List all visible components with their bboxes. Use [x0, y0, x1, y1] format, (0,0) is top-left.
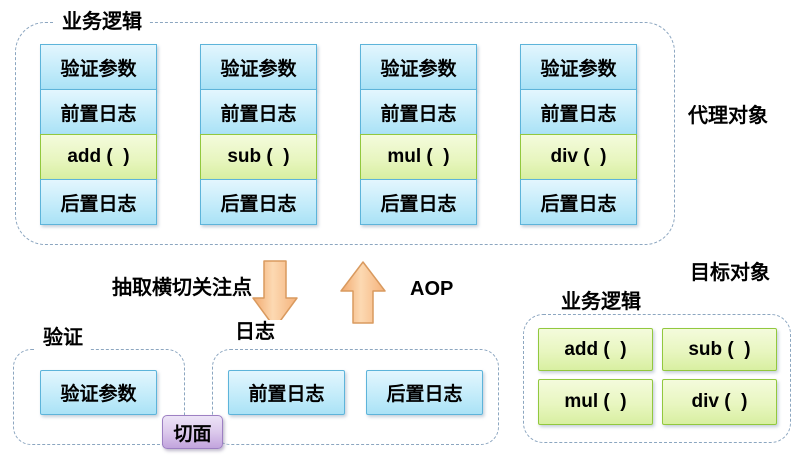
proxy-cell: 后置日志	[200, 179, 317, 225]
validation-item-box: 验证参数	[40, 370, 157, 415]
proxy-cell-method: div ( )	[520, 134, 637, 180]
logging-post-box: 后置日志	[366, 370, 483, 415]
proxy-cell: 后置日志	[520, 179, 637, 225]
proxy-column-div: 验证参数 前置日志 div ( ) 后置日志	[520, 44, 637, 225]
validation-group-title: 验证	[36, 326, 90, 350]
aspect-badge: 切面	[162, 415, 223, 449]
target-method-mul: mul ( )	[538, 379, 653, 425]
proxy-cell: 后置日志	[40, 179, 157, 225]
proxy-cell: 前置日志	[200, 89, 317, 135]
proxy-cell: 验证参数	[520, 44, 637, 90]
proxy-object-label: 代理对象	[688, 105, 768, 127]
proxy-group-border	[15, 22, 675, 245]
target-object-label: 目标对象	[690, 262, 770, 284]
logging-pre-box: 前置日志	[228, 370, 345, 415]
proxy-column-mul: 验证参数 前置日志 mul ( ) 后置日志	[360, 44, 477, 225]
proxy-cell: 前置日志	[40, 89, 157, 135]
proxy-cell-method: add ( )	[40, 134, 157, 180]
proxy-cell-method: mul ( )	[360, 134, 477, 180]
target-method-add: add ( )	[538, 328, 653, 371]
proxy-column-sub: 验证参数 前置日志 sub ( ) 后置日志	[200, 44, 317, 225]
logging-group-title: 日志	[228, 320, 282, 344]
up-arrow-icon	[340, 261, 386, 324]
target-method-sub: sub ( )	[662, 328, 777, 371]
aop-label: AOP	[410, 278, 454, 300]
down-arrow-icon	[252, 260, 298, 329]
target-method-div: div ( )	[662, 379, 777, 425]
proxy-group-title: 业务逻辑	[55, 10, 149, 34]
proxy-cell: 验证参数	[40, 44, 157, 90]
proxy-cell-method: sub ( )	[200, 134, 317, 180]
target-group-title: 业务逻辑	[554, 290, 648, 314]
proxy-cell: 前置日志	[520, 89, 637, 135]
logging-group-border	[212, 349, 499, 445]
proxy-cell: 前置日志	[360, 89, 477, 135]
proxy-cell: 后置日志	[360, 179, 477, 225]
validation-group-border	[13, 349, 185, 445]
proxy-cell: 验证参数	[360, 44, 477, 90]
target-group-border	[523, 314, 791, 443]
proxy-column-add: 验证参数 前置日志 add ( ) 后置日志	[40, 44, 157, 225]
extract-crosscut-label: 抽取横切关注点	[112, 277, 252, 299]
proxy-cell: 验证参数	[200, 44, 317, 90]
